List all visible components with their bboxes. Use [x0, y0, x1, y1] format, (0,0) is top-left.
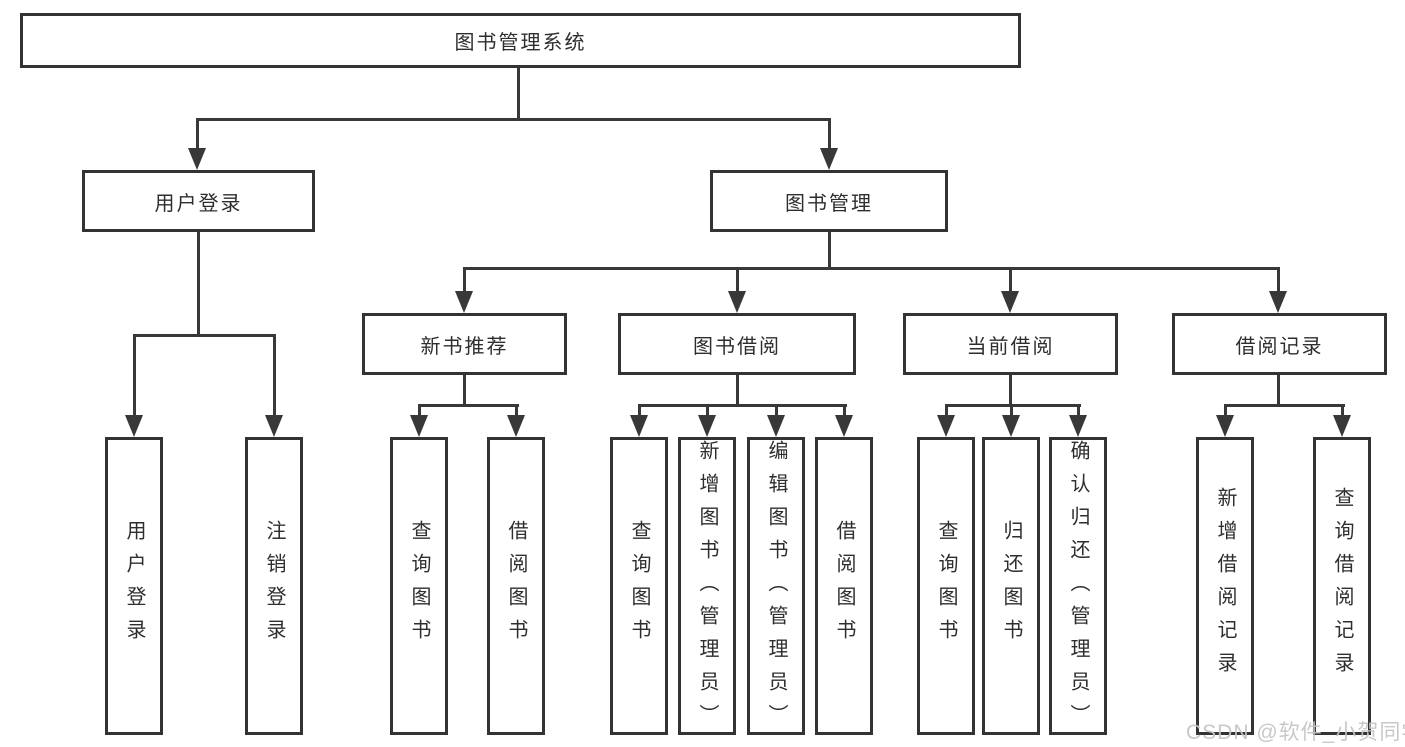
leaf-borrow-books: 借阅图书	[487, 437, 545, 735]
connector-line	[515, 404, 518, 419]
connector-line	[945, 404, 1081, 407]
node-current-borrow: 当前借阅	[903, 313, 1118, 375]
node-book-borrow: 图书借阅	[618, 313, 856, 375]
connector-line	[1009, 373, 1012, 407]
arrow-down-icon	[410, 415, 428, 437]
arrow-down-icon	[767, 415, 785, 437]
connector-line	[1277, 267, 1280, 293]
connector-line	[1341, 404, 1344, 419]
arrow-down-icon	[728, 291, 746, 313]
arrow-down-icon	[835, 415, 853, 437]
node-label: 新增借阅记录	[1214, 487, 1236, 685]
connector-line	[1009, 267, 1012, 293]
leaf-logout: 注销登录	[245, 437, 303, 735]
node-label: 用户登录	[123, 520, 145, 652]
connector-line	[418, 404, 421, 419]
node-label: 借阅图书	[833, 520, 855, 652]
connector-line	[517, 66, 520, 121]
connector-line	[706, 404, 709, 419]
connector-line	[775, 404, 778, 419]
node-label: 新书推荐	[420, 335, 509, 358]
connector-line	[463, 267, 1280, 270]
arrow-down-icon	[125, 415, 143, 437]
node-label: 归还图书	[1000, 520, 1022, 652]
connector-line	[133, 334, 136, 417]
connector-line	[196, 118, 199, 150]
node-label: 查询图书	[408, 520, 430, 652]
node-label: 查询借阅记录	[1331, 487, 1353, 685]
leaf-query-books: 查询图书	[390, 437, 448, 735]
connector-line	[945, 404, 948, 419]
node-user-login-group: 用户登录	[82, 170, 315, 232]
leaf-confirm-return-admin: 确认归还（管理员）	[1049, 437, 1107, 737]
arrow-down-icon	[698, 415, 716, 437]
leaf-add-borrow-record: 新增借阅记录	[1196, 437, 1254, 735]
connector-line	[828, 230, 831, 270]
arrow-down-icon	[630, 415, 648, 437]
arrow-down-icon	[820, 148, 838, 170]
arrow-down-icon	[1216, 415, 1234, 437]
leaf-add-books-admin: 新增图书（管理员）	[678, 437, 736, 737]
node-label: 借阅图书	[505, 520, 527, 652]
arrow-down-icon	[937, 415, 955, 437]
arrow-down-icon	[1001, 291, 1019, 313]
connector-line	[273, 334, 276, 417]
connector-line	[638, 404, 847, 407]
arrow-down-icon	[455, 291, 473, 313]
arrow-down-icon	[188, 148, 206, 170]
node-label: 图书借阅	[693, 335, 781, 358]
connector-line	[196, 118, 831, 121]
leaf-query-books: 查询图书	[917, 437, 975, 735]
node-label: 用户登录	[154, 192, 243, 215]
node-label: 新增图书（管理员）	[696, 440, 718, 737]
leaf-edit-books-admin: 编辑图书（管理员）	[747, 437, 805, 737]
connector-line	[1010, 404, 1013, 419]
leaf-query-borrow-record: 查询借阅记录	[1313, 437, 1371, 735]
connector-line	[736, 267, 739, 293]
node-label: 图书管理	[785, 192, 873, 215]
connector-line	[843, 404, 846, 419]
connector-line	[1077, 404, 1080, 419]
leaf-borrow-books: 借阅图书	[815, 437, 873, 735]
node-label: 当前借阅	[966, 335, 1055, 358]
connector-line	[1224, 404, 1345, 407]
arrow-down-icon	[1269, 291, 1287, 313]
leaf-user-login: 用户登录	[105, 437, 163, 735]
arrow-down-icon	[1069, 415, 1087, 437]
connector-line	[418, 404, 519, 407]
node-label: 图书管理系统	[454, 32, 587, 54]
node-label: 查询图书	[935, 520, 957, 652]
connector-line	[1224, 404, 1227, 419]
connector-line	[197, 229, 200, 337]
arrow-down-icon	[265, 415, 283, 437]
arrow-down-icon	[507, 415, 525, 437]
connector-line	[828, 118, 831, 150]
connector-line	[736, 373, 739, 407]
connector-line	[463, 267, 466, 293]
node-book-management-system: 图书管理系统	[20, 13, 1021, 68]
node-new-book-recommend: 新书推荐	[362, 313, 567, 375]
node-label: 注销登录	[263, 520, 285, 652]
connector-line	[638, 404, 641, 419]
leaf-query-books: 查询图书	[610, 437, 668, 735]
node-label: 确认归还（管理员）	[1067, 440, 1089, 737]
connector-line	[1277, 373, 1280, 407]
connector-line	[463, 373, 466, 407]
arrow-down-icon	[1333, 415, 1351, 437]
node-label: 查询图书	[628, 520, 650, 652]
leaf-return-books: 归还图书	[982, 437, 1040, 735]
csdn-watermark: CSDN @软件_小贺同学	[1186, 721, 1405, 744]
node-label: 借阅记录	[1235, 335, 1324, 358]
node-borrow-records: 借阅记录	[1172, 313, 1387, 375]
arrow-down-icon	[1002, 415, 1020, 437]
node-label: 编辑图书（管理员）	[765, 440, 787, 737]
node-book-management-group: 图书管理	[710, 170, 948, 232]
connector-line	[133, 334, 276, 337]
